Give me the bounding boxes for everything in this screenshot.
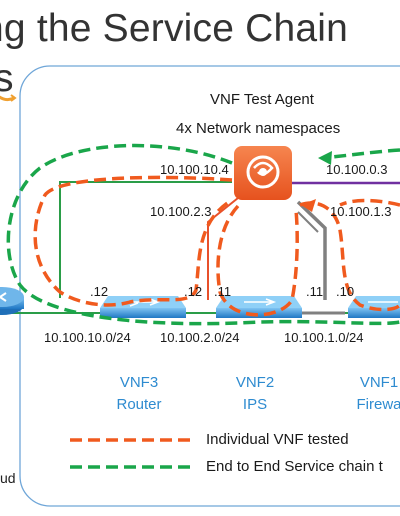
slide-title-line1: ng the Service Chain	[0, 7, 349, 50]
ip-agent-left-bottom: 10.100.2.3	[150, 204, 212, 219]
agent-subtitle: 4x Network namespaces	[176, 120, 341, 137]
ip-agent-right-bottom: 10.100.1.3	[330, 204, 392, 219]
vnf2-test-loop	[216, 204, 299, 317]
ip-agent-right-top: 10.100.0.3	[326, 162, 388, 177]
vnf2-ips-device-icon	[216, 296, 302, 318]
legend-end-to-end: End to End Service chain t	[206, 458, 383, 475]
vnf1-id: VNF1	[359, 374, 399, 391]
ip-agent-left-top: 10.100.10.4	[160, 162, 229, 177]
subnet-label-2: 10.100.2.0/24	[160, 330, 240, 345]
end-to-end-path	[6, 143, 400, 326]
port-router-right: .12	[184, 284, 203, 299]
vnf2-role: IPS	[242, 396, 268, 413]
port-ips-right: .11	[306, 284, 324, 299]
agent-left-link	[59, 181, 232, 298]
vnf3-test-loop	[33, 175, 233, 307]
subnet-label-3: 10.100.1.0/24	[284, 330, 364, 345]
edge-router-icon	[0, 287, 24, 315]
port-ips-left: .11	[214, 284, 232, 299]
agent-firewall-link	[296, 200, 327, 300]
agent-name: VNF Test Agent	[210, 91, 314, 108]
vnf2-label: VNF2 IPS	[210, 372, 300, 416]
vnf3-id: VNF3	[119, 374, 159, 391]
vnf1-test-loop	[299, 201, 400, 312]
vnf-test-agent-icon	[234, 146, 292, 200]
port-router-left: .12	[90, 284, 109, 299]
vnf2-id: VNF2	[235, 374, 275, 391]
legend-individual: Individual VNF tested	[206, 431, 349, 448]
slide-title-line2: s	[0, 57, 14, 100]
vnf1-label: VNF1 Firewa	[334, 372, 400, 416]
vnf3-label: VNF3 Router	[94, 372, 184, 416]
cloud-label-fragment: ud	[0, 470, 16, 486]
vnf3-role: Router	[116, 396, 162, 413]
subnet-label-1: 10.100.10.0/24	[44, 330, 131, 345]
port-firewall-left: .10	[336, 284, 355, 299]
vnf1-role: Firewa	[356, 396, 400, 413]
